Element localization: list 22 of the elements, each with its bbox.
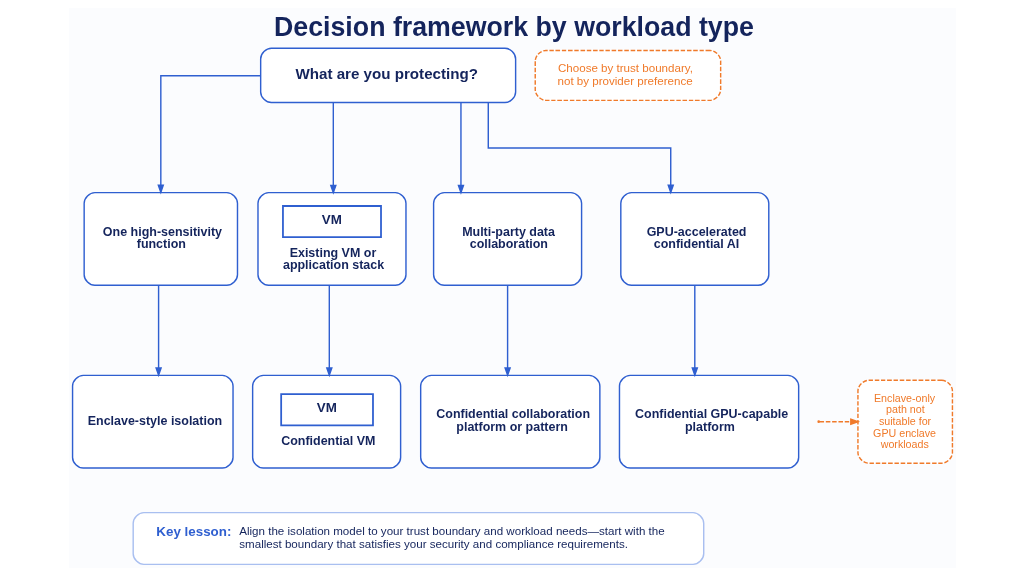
- arrow: [456, 102, 464, 195]
- node-box: Confidential GPU-capable platform: [618, 374, 799, 469]
- node-box: Enclave-style isolation: [71, 374, 234, 469]
- node-box: GPU-accelerated confidential AI: [619, 191, 769, 287]
- node-box: VM Confidential VM: [251, 374, 401, 469]
- arrow: [325, 284, 333, 378]
- arrow: [156, 75, 261, 195]
- arrow: [154, 284, 162, 378]
- node-box: Choose by trust boundary, not by provider preference: [534, 49, 721, 102]
- node-box: VM Existing VM or application stack: [256, 191, 407, 287]
- node-box: One high-sensitivity function: [82, 191, 238, 287]
- node-box: Multi-party data collaboration: [432, 191, 582, 287]
- node-box: Key lesson: Align the isolation model to your trust boundary and workload needs—start with the smallest boundary that satisfies your security and compliance requirements.: [131, 511, 704, 566]
- diagram-title: Decision framework by workload type: [273, 11, 754, 42]
- arrow: [818, 418, 860, 426]
- node-box: What are you protecting?: [259, 47, 516, 104]
- arrow: [690, 284, 698, 378]
- node-box: Confidential collaboration platform or pattern: [419, 374, 601, 469]
- arrow: [329, 102, 337, 195]
- node-box: Enclave-only path not suitable for GPU enclave workloads: [856, 379, 953, 464]
- arrow: [503, 284, 511, 378]
- arrow: [487, 102, 674, 195]
